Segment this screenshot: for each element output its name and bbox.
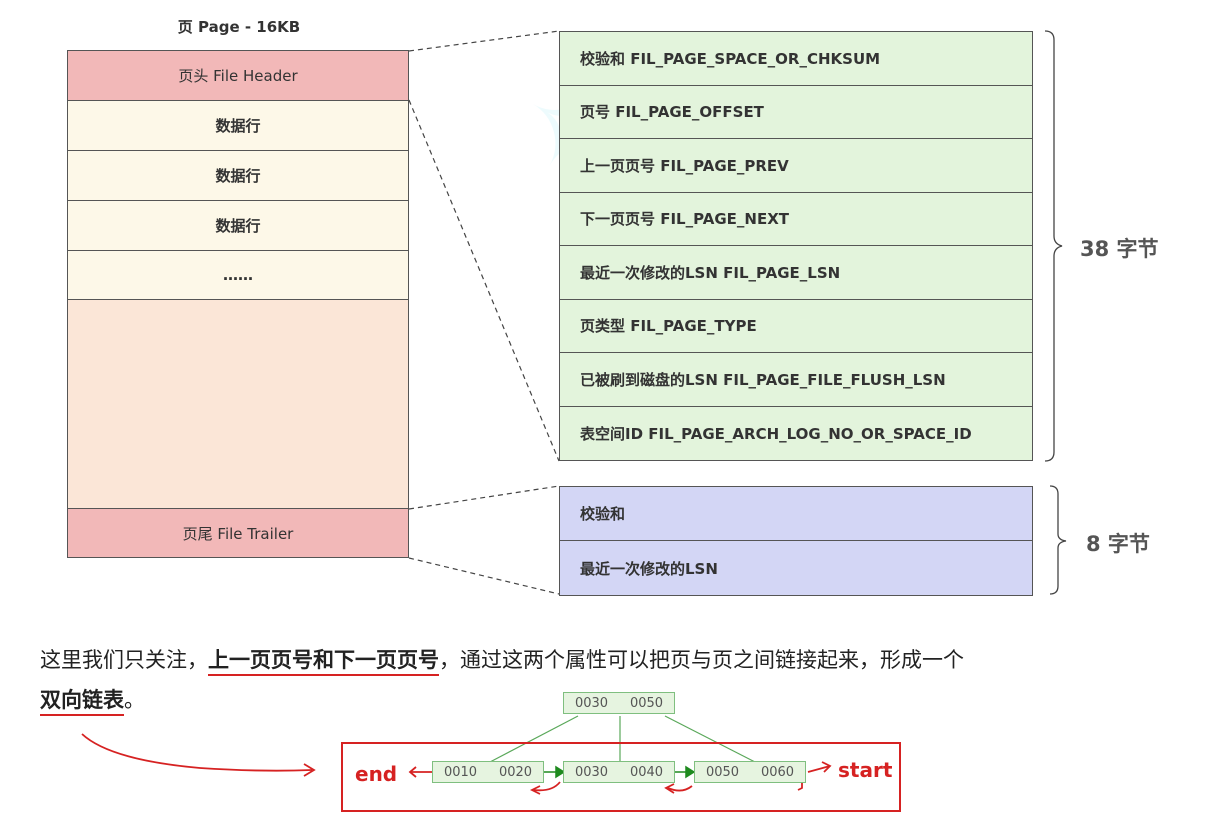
- file-header-block: 页头 File Header: [68, 51, 408, 101]
- linked-list-highlight-box: [341, 742, 901, 812]
- leaf1-key-2: 0020: [498, 764, 533, 780]
- header-field-offset: 页号 FIL_PAGE_OFFSET: [560, 86, 1032, 139]
- trailer-top-connector: [408, 485, 560, 510]
- header-field-next: 下一页页号 FIL_PAGE_NEXT: [560, 193, 1032, 246]
- header-size-label: 38 字节: [1080, 237, 1159, 261]
- start-tail: [797, 782, 803, 791]
- trailer-field-lsn: 最近一次修改的LSN: [580, 559, 718, 578]
- header-field-checksum: 校验和 FIL_PAGE_SPACE_OR_CHKSUM: [560, 32, 1032, 86]
- header-field-space-id: 表空间ID FIL_PAGE_ARCH_LOG_NO_OR_SPACE_ID: [580, 424, 972, 443]
- data-row: 数据行: [68, 151, 408, 201]
- leaf-node-1: 0010 0020: [432, 761, 544, 783]
- para-bold-linked-list: 双向链表: [40, 688, 124, 716]
- para-bold-prev-next: 上一页页号和下一页页号: [208, 648, 439, 676]
- root-node: 0030 0050: [563, 692, 675, 714]
- trailer-bottom-connector: [408, 557, 560, 595]
- start-label: start: [838, 758, 893, 782]
- leaf2-key-1: 0030: [574, 764, 609, 780]
- leaf3-key-2: 0060: [760, 764, 795, 780]
- next-arrowhead-1: [555, 765, 566, 779]
- end-label: end: [355, 762, 398, 786]
- data-row-ellipsis: ……: [68, 251, 408, 300]
- curved-pointer-arrowhead: [303, 763, 316, 777]
- root-key-1: 0030: [574, 695, 609, 711]
- curved-pointer-arrow: [81, 733, 313, 772]
- page-box: 页头 File Header 数据行 数据行 数据行 …… 页尾 File Tr…: [67, 50, 409, 558]
- page-title: 页 Page - 16KB: [177, 18, 301, 36]
- start-arrow: [807, 765, 831, 773]
- header-top-connector: [408, 30, 560, 52]
- tree-line-left: [489, 715, 579, 763]
- prev-arrowhead-2: [664, 783, 675, 794]
- header-field-prev: 上一页页号 FIL_PAGE_PREV: [560, 139, 1032, 193]
- root-key-2: 0050: [629, 695, 664, 711]
- header-field-type: 页类型 FIL_PAGE_TYPE: [560, 300, 1032, 353]
- header-brace: [1044, 30, 1063, 462]
- next-arrowhead-2: [685, 765, 696, 779]
- para-text-2: ，通过这两个属性可以把页与页之间链接起来，形成一个: [439, 648, 964, 672]
- header-field-flush-lsn: 已被刷到磁盘的LSN FIL_PAGE_FILE_FLUSH_LSN: [560, 353, 1032, 407]
- file-header-table: 校验和 FIL_PAGE_SPACE_OR_CHKSUM 页号 FIL_PAGE…: [559, 31, 1033, 461]
- header-field-lsn: 最近一次修改的LSN FIL_PAGE_LSN: [560, 246, 1032, 300]
- file-trailer-table: 校验和 最近一次修改的LSN: [559, 486, 1033, 596]
- tree-line-right: [664, 715, 756, 763]
- data-row: 数据行: [68, 101, 408, 151]
- leaf-node-2: 0030 0040: [563, 761, 675, 783]
- leaf1-key-1: 0010: [443, 764, 478, 780]
- explanation-paragraph: 这里我们只关注，上一页页号和下一页页号，通过这两个属性可以把页与页之间链接起来，…: [40, 644, 1190, 676]
- data-row: 数据行: [68, 201, 408, 251]
- trailer-field-checksum: 校验和: [560, 487, 1032, 541]
- trailer-size-label: 8 字节: [1086, 532, 1150, 556]
- para-end: 。: [124, 688, 145, 712]
- prev-arrow-2: [667, 785, 693, 792]
- prev-arrow-1: [533, 781, 561, 792]
- para-text-1: 这里我们只关注，: [40, 648, 208, 672]
- leaf-node-3: 0050 0060: [694, 761, 806, 783]
- leaf3-key-1: 0050: [705, 764, 740, 780]
- explanation-paragraph-line2: 双向链表。: [40, 684, 1190, 716]
- end-arrowhead: [408, 766, 417, 778]
- file-trailer-block: 页尾 File Trailer: [68, 508, 408, 557]
- trailer-brace: [1049, 485, 1067, 595]
- leaf2-key-2: 0040: [629, 764, 664, 780]
- start-arrowhead: [821, 761, 832, 773]
- prev-arrowhead-1: [529, 785, 541, 795]
- header-bottom-connector: [408, 99, 560, 462]
